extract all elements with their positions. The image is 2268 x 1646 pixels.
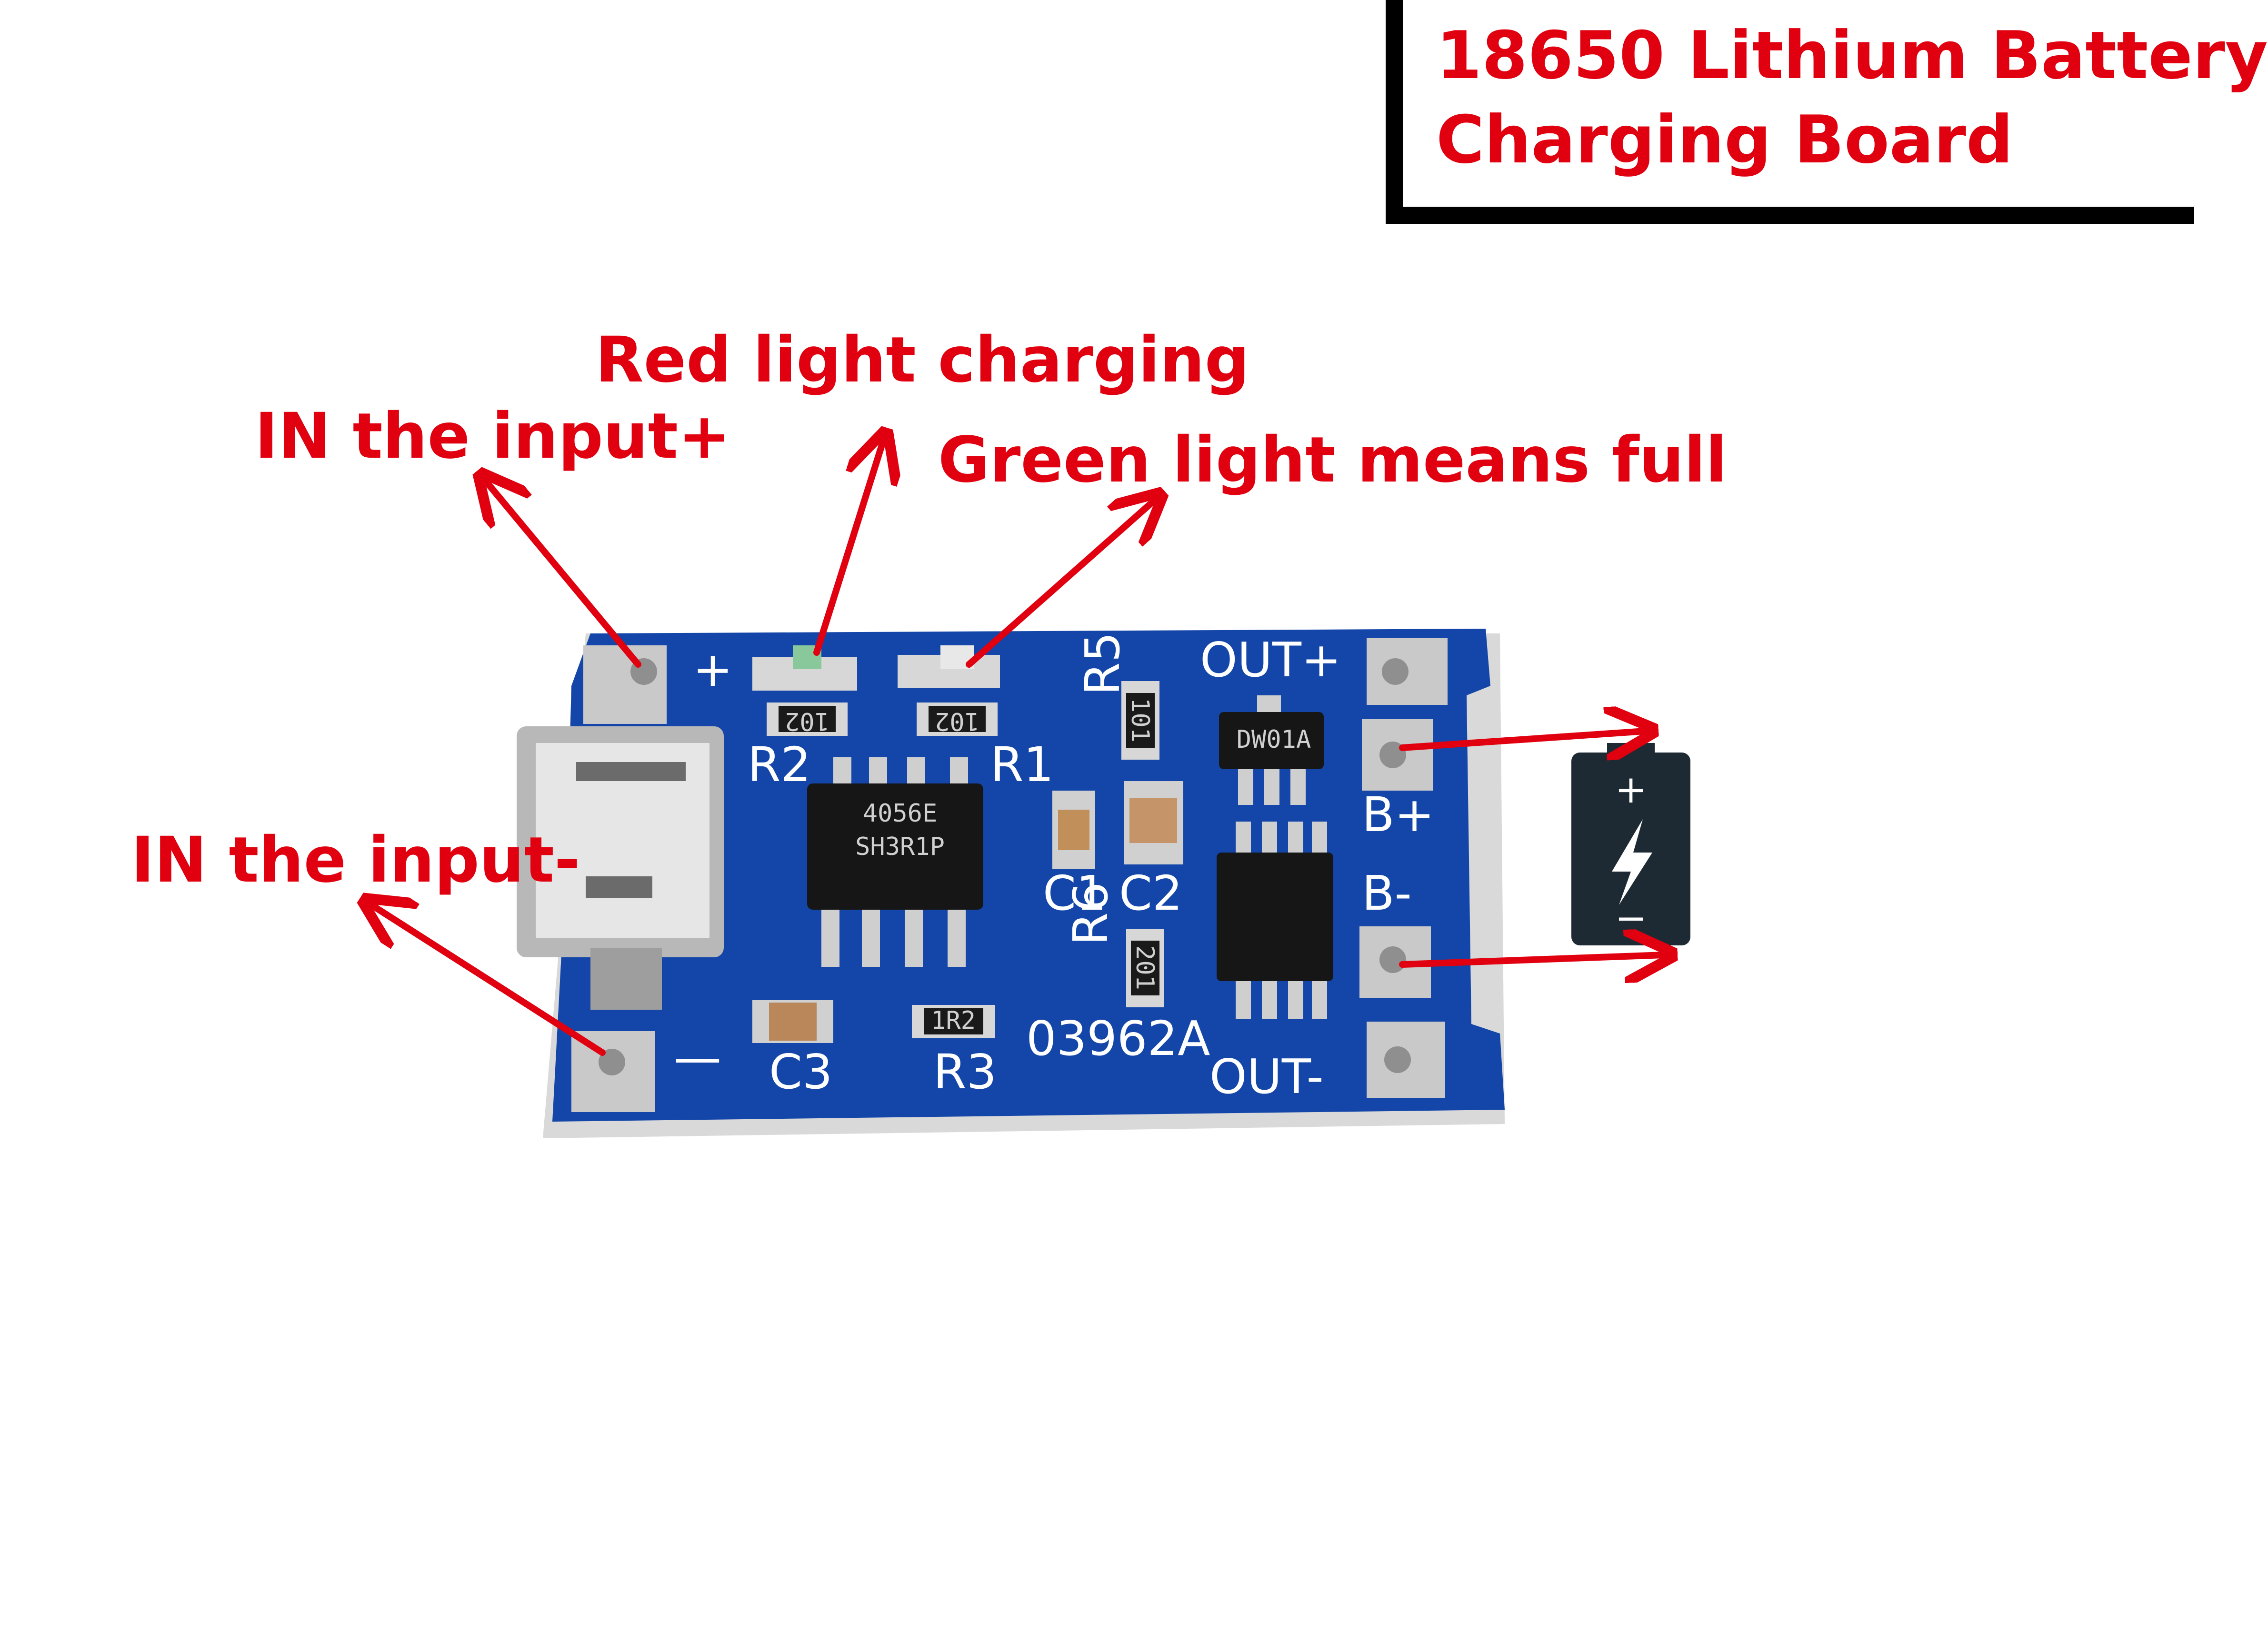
micro-usb-port [517,726,724,1010]
arrow-input-minus [371,905,606,1056]
svg-text:4056E: 4056E [863,799,938,828]
svg-text:201: 201 [1130,945,1159,990]
pad-b-plus [1362,719,1433,791]
capacitor-c2 [1124,781,1183,864]
product-photo: 102 102 1R2 101 201 [0,0,1690,1138]
resistor-r2: 102 [767,703,848,736]
arrow-b-minus [1399,955,1664,964]
resistor-r1: 102 [917,703,998,736]
label-red-light: Red light charging [595,323,1250,397]
arrow-red-light [813,441,883,656]
label-input-minus: IN the input- [131,823,580,897]
silk-c2: C2 [1119,865,1182,921]
silk-c1: C1 [1043,865,1106,921]
title-box: 18650 Lithium Battery Charging Board [1386,0,2268,224]
silk-r6: R6 [1063,882,1119,945]
battery-minus-sign: − [1615,896,1647,940]
resistor-r6: 201 [1126,929,1164,1007]
title-line-1: 18650 Lithium Battery [1436,17,2268,94]
arrow-b-plus [1399,731,1645,748]
silk-minus: — [674,1030,721,1085]
protection-ic: DW01A [1219,695,1324,805]
silk-b-plus: B+ [1362,787,1434,843]
silk-out-plus: OUT+ [1200,632,1341,688]
mosfet-ic [1217,822,1333,1019]
silk-r2: R2 [748,737,811,793]
pad-out-minus [1367,1022,1445,1098]
silk-r5: R5 [1075,632,1130,695]
pad-input-plus [583,645,667,724]
lightning-bolt-icon [1612,819,1652,905]
title-line-2: Charging Board [1436,101,2013,178]
arrow-green-light [966,500,1155,668]
arrow-input-plus [486,481,641,668]
capacitor-c1 [1052,791,1095,869]
silk-c3: C3 [769,1044,832,1100]
svg-text:102: 102 [785,707,829,735]
resistor-r5: 101 [1121,681,1159,760]
silk-plus: + [693,642,733,697]
svg-text:SH3R1P: SH3R1P [855,833,945,861]
silk-out-minus: OUT- [1209,1049,1324,1104]
pad-b-minus [1359,926,1431,998]
battery-icon: + − [1571,743,1690,945]
label-input-plus: IN the input+ [255,400,731,473]
silk-r1: R1 [990,737,1054,793]
silk-board-code: 03962A [1026,1011,1210,1066]
battery-plus-sign: + [1615,767,1647,812]
svg-text:DW01A: DW01A [1237,725,1311,754]
label-green-light: Green light means full [938,423,1727,497]
silk-b-minus: B- [1362,865,1412,921]
resistor-r3: 1R2 [912,1005,995,1038]
pad-out-plus [1367,638,1448,705]
svg-text:101: 101 [1126,698,1154,743]
svg-text:102: 102 [935,707,979,735]
capacitor-c3 [752,1000,833,1043]
svg-text:1R2: 1R2 [931,1006,976,1035]
silk-r3: R3 [933,1044,997,1100]
charger-ic: 4056E SH3R1P [807,757,983,967]
